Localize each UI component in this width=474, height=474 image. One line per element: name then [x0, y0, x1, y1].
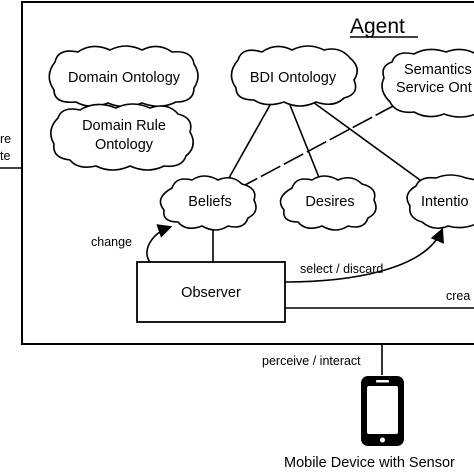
intentions-label: Intentio: [421, 194, 469, 210]
edge-semantic-beliefs: [244, 104, 396, 186]
perceive-interact-label: perceive / interact: [262, 354, 361, 368]
left-cut-text-2: te: [0, 149, 10, 163]
edge-bdi-desires: [289, 104, 321, 181]
semantic-label-1: Semantics: [404, 62, 472, 78]
bdi-ontology-label: BDI Ontology: [250, 70, 337, 86]
domain-ontology-label: Domain Ontology: [68, 70, 181, 86]
domain-rule-label-2: Ontology: [95, 137, 154, 153]
intentions-cloud: Intentio: [406, 174, 474, 230]
agent-title: Agent: [350, 15, 405, 38]
mobile-device-label: Mobile Device with Sensor: [284, 455, 455, 471]
agent-container: [21, 1, 474, 345]
beliefs-label: Beliefs: [188, 194, 232, 210]
domain-rule-label-1: Domain Rule: [82, 118, 166, 134]
observer-box: Observer: [136, 261, 286, 323]
edge-bdi-intentions: [305, 96, 421, 181]
create-label: crea: [446, 289, 470, 303]
desires-cloud: Desires: [279, 175, 377, 231]
desires-label: Desires: [305, 194, 354, 210]
external-left-box: re te: [0, 132, 22, 169]
change-label: change: [91, 235, 132, 249]
observer-label: Observer: [181, 285, 241, 301]
semantic-service-ontology-cloud: Semantics Service Ont: [381, 48, 474, 118]
edge-change-arrow: [146, 224, 173, 263]
beliefs-cloud: Beliefs: [159, 175, 257, 231]
domain-ontology-cloud: Domain Ontology: [48, 45, 199, 108]
connections: [146, 96, 474, 375]
semantic-label-2: Service Ont: [396, 80, 472, 96]
edge-select-discard-arrow: [284, 227, 444, 283]
bdi-ontology-cloud: BDI Ontology: [230, 45, 358, 107]
edge-bdi-beliefs: [224, 104, 271, 186]
mobile-phone-icon: [361, 376, 404, 446]
select-discard-label: select / discard: [300, 262, 383, 276]
left-cut-text-1: re: [0, 132, 11, 146]
domain-rule-ontology-cloud: Domain Rule Ontology: [50, 103, 194, 171]
